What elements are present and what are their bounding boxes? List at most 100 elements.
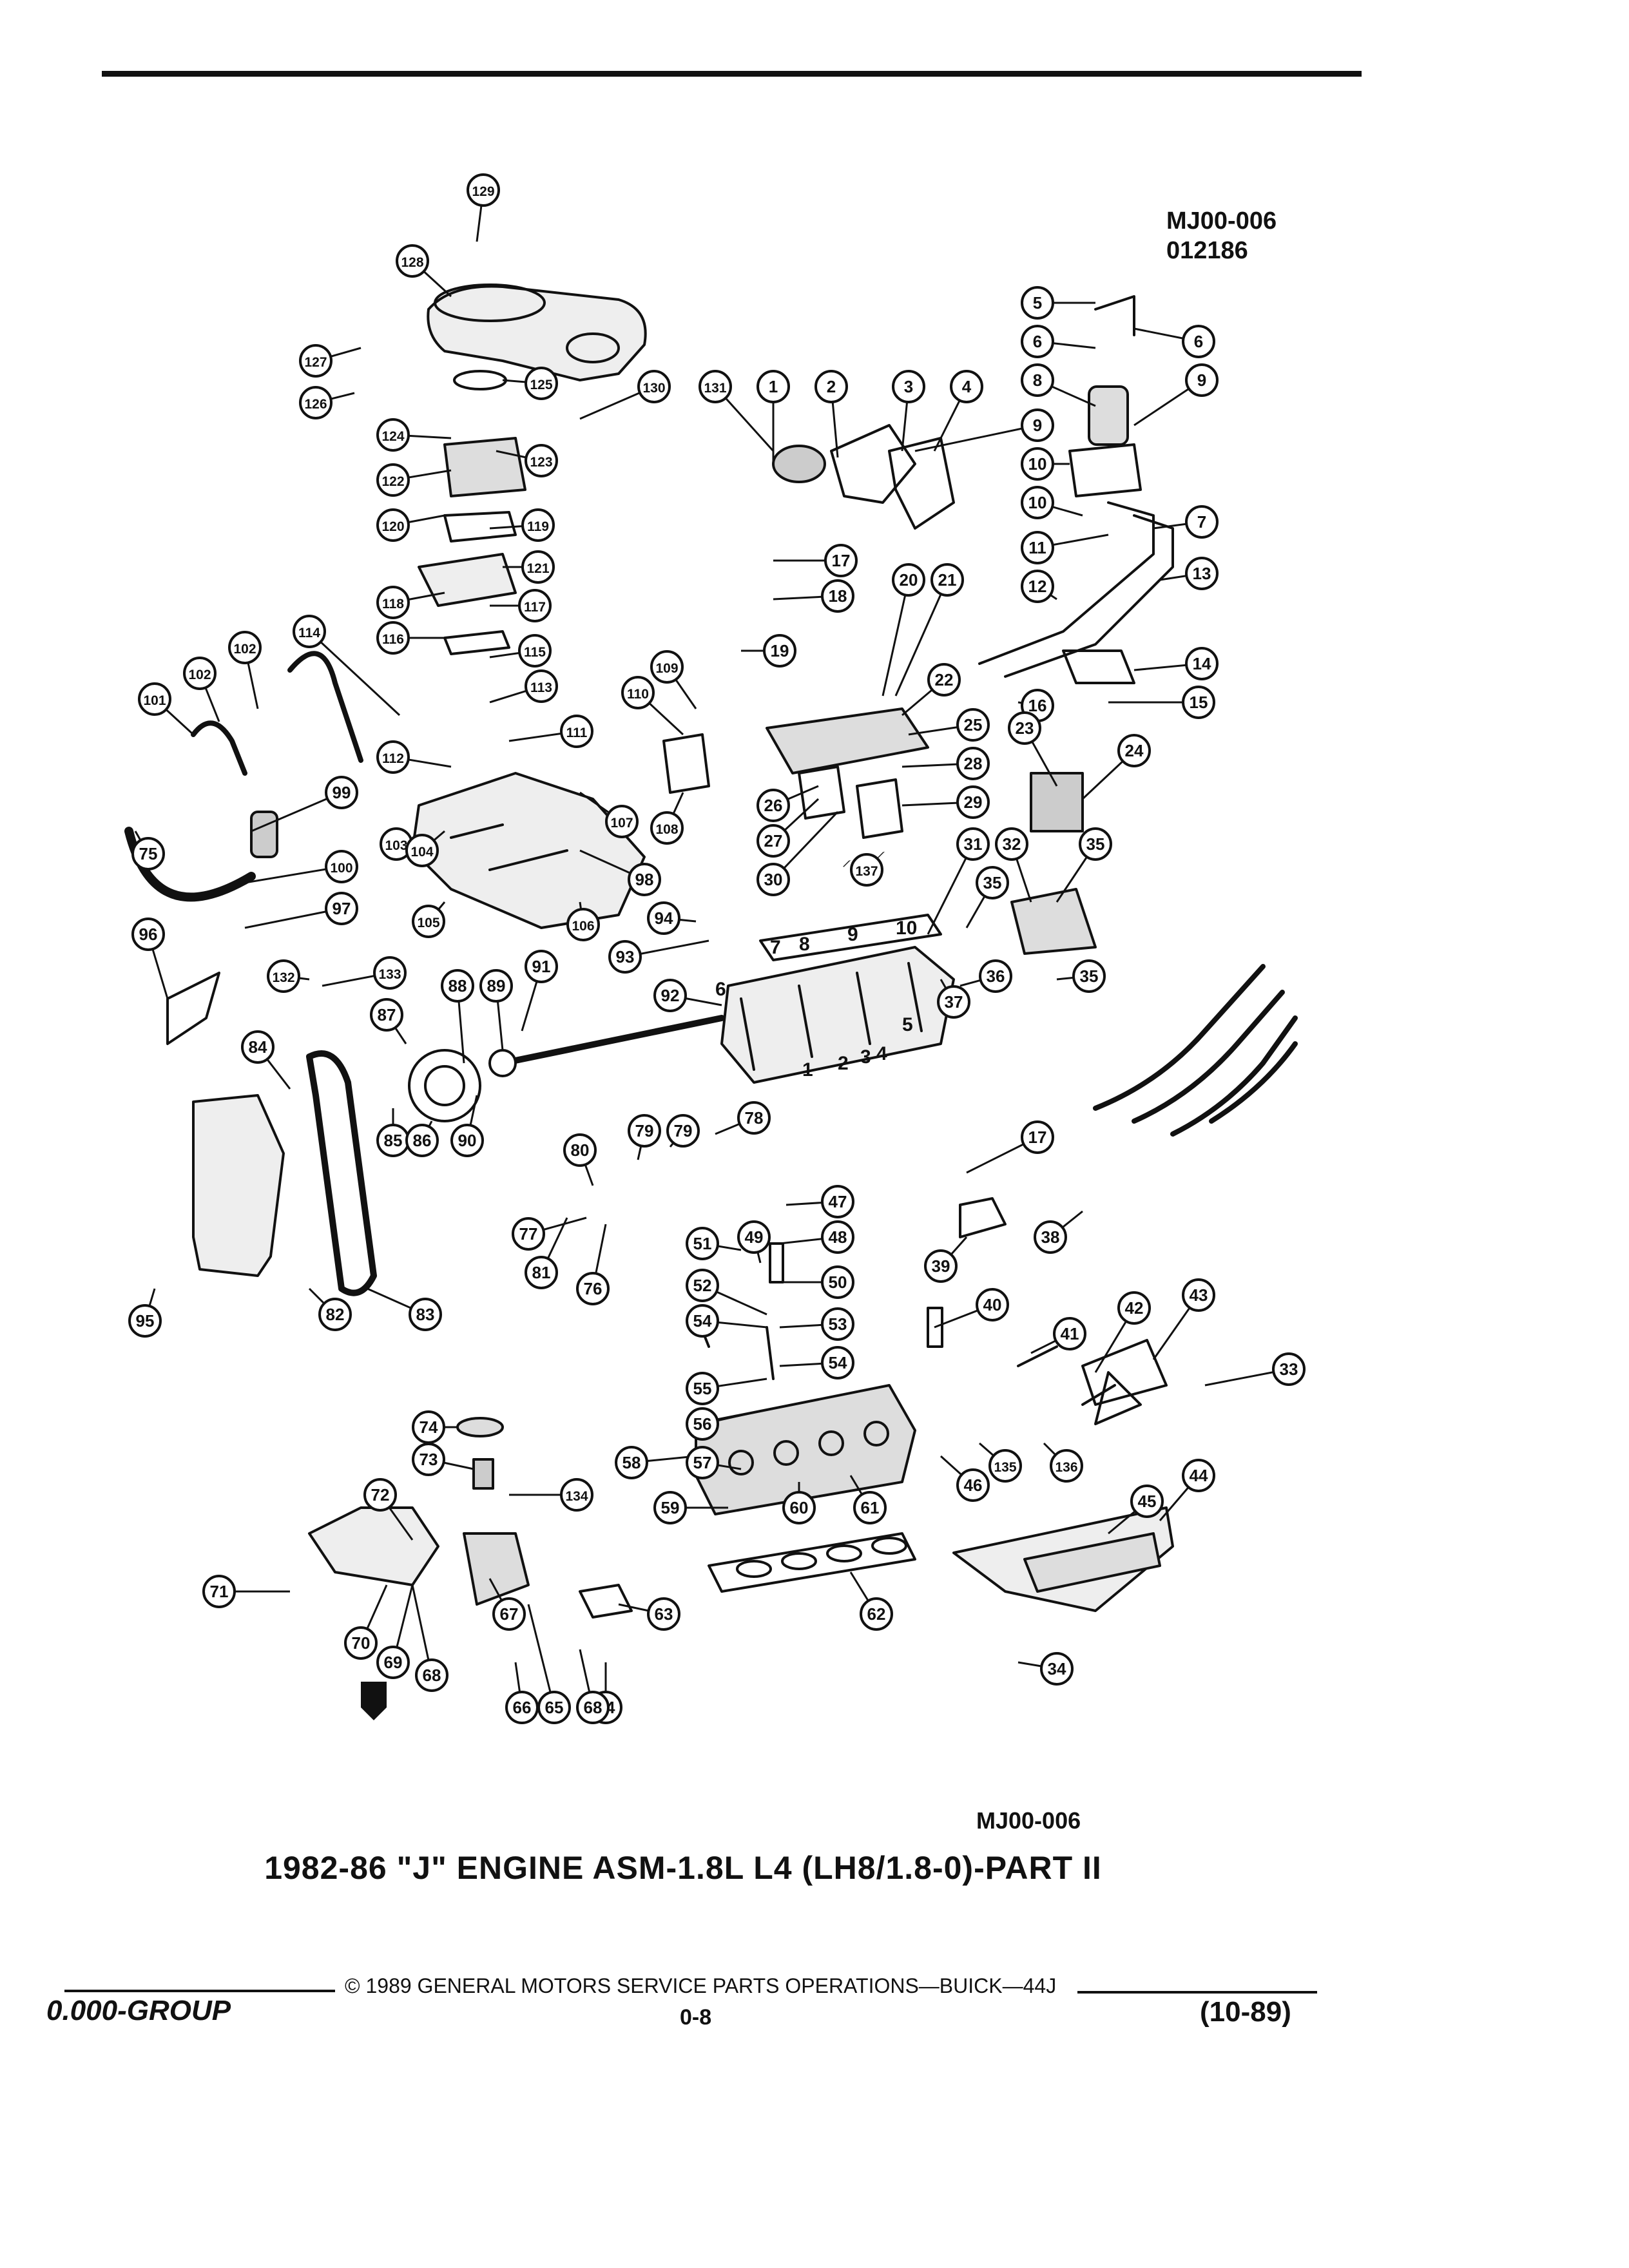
callout-label: 79 — [674, 1121, 693, 1140]
callout-112: 112 — [376, 740, 410, 774]
callout-40: 40 — [976, 1288, 1009, 1321]
callout-23: 23 — [1008, 711, 1041, 745]
callout-68: 68 — [576, 1691, 610, 1724]
callout-77: 77 — [512, 1217, 545, 1251]
callout-72: 72 — [363, 1478, 397, 1512]
callout-label: 118 — [382, 597, 404, 611]
leader-line — [894, 579, 949, 697]
callout-75: 75 — [131, 837, 165, 870]
illustration-code-top: MJ00-006 — [1166, 207, 1277, 235]
callout-label: 23 — [1016, 718, 1034, 738]
callout-55: 55 — [686, 1372, 719, 1405]
callout-30: 30 — [757, 863, 790, 896]
callout-42: 42 — [1117, 1291, 1151, 1325]
callout-8: 8 — [1021, 363, 1054, 397]
callout-50: 50 — [821, 1265, 854, 1299]
callout-4: 4 — [950, 370, 983, 403]
callout-32: 32 — [995, 827, 1028, 861]
callout-label: 99 — [333, 783, 351, 802]
callout-113: 113 — [525, 669, 558, 703]
callout-128: 128 — [396, 244, 429, 278]
callout-label: 72 — [371, 1485, 390, 1504]
callout-66: 66 — [505, 1691, 539, 1724]
group-number: 0.000-GROUP — [46, 1995, 231, 2026]
callout-89: 89 — [479, 969, 513, 1003]
callout-label: 58 — [622, 1453, 641, 1472]
callout-132: 132 — [267, 959, 300, 993]
callout-79: 79 — [666, 1114, 700, 1148]
callout-14: 14 — [1185, 647, 1219, 680]
callout-35: 35 — [1079, 827, 1112, 861]
camshaft-carrier-part — [720, 707, 955, 1084]
callout-44: 44 — [1182, 1459, 1215, 1492]
fuel-filter-part — [978, 295, 1174, 684]
leader-line — [527, 1604, 555, 1708]
callout-99: 99 — [325, 776, 358, 809]
callout-label: 81 — [532, 1263, 551, 1282]
callout-84: 84 — [241, 1030, 275, 1064]
callout-25: 25 — [956, 708, 990, 742]
illustration-date-top: 012186 — [1166, 237, 1248, 264]
callout-103: 103 — [380, 827, 413, 861]
callout-22: 22 — [927, 663, 961, 697]
callout-label: 17 — [832, 551, 851, 570]
spark-plug-wires-part — [1093, 964, 1298, 1137]
callout-label: 16 — [1028, 696, 1047, 715]
callout-label: 75 — [139, 844, 158, 863]
callout-34: 34 — [1040, 1652, 1074, 1686]
callout-108: 108 — [650, 811, 684, 845]
throttle-body-part — [418, 370, 526, 655]
callout-label: 68 — [423, 1666, 441, 1685]
callout-135: 135 — [988, 1449, 1022, 1483]
callout-label: 10 — [1028, 493, 1047, 512]
callout-label: 6 — [1033, 332, 1042, 351]
thermostat-housing-part — [308, 1417, 530, 1606]
callout-67: 67 — [492, 1597, 526, 1631]
callout-label: 7 — [1197, 512, 1206, 532]
head-number-4: 4 — [876, 1043, 887, 1064]
callout-137: 137 — [850, 853, 883, 887]
callout-19: 19 — [763, 634, 796, 668]
callout-label: 11 — [1028, 538, 1046, 557]
callout-119: 119 — [521, 508, 555, 542]
callout-label: 128 — [401, 255, 423, 270]
callout-label: 1 — [769, 377, 778, 396]
callout-38: 38 — [1034, 1220, 1067, 1254]
copyright-notice: © 1989 GENERAL MOTORS SERVICE PARTS OPER… — [345, 1974, 1057, 1997]
callout-47: 47 — [821, 1185, 854, 1218]
callout-71: 71 — [202, 1575, 236, 1608]
callout-label: 110 — [627, 687, 649, 702]
callout-label: 55 — [693, 1379, 712, 1398]
callout-107: 107 — [605, 805, 639, 838]
callout-label: 106 — [572, 919, 594, 934]
callout-17: 17 — [824, 544, 858, 577]
callout-73: 73 — [412, 1443, 445, 1476]
callout-label: 21 — [938, 570, 957, 590]
callout-126: 126 — [299, 386, 333, 419]
callout-136: 136 — [1050, 1449, 1083, 1483]
callout-121: 121 — [521, 550, 555, 584]
callout-label: 93 — [616, 947, 635, 966]
callout-127: 127 — [299, 344, 333, 378]
callout-81: 81 — [525, 1256, 558, 1289]
callout-45: 45 — [1130, 1485, 1164, 1518]
brackets-part — [579, 733, 1168, 1619]
callout-87: 87 — [370, 998, 403, 1032]
callout-label: 113 — [530, 680, 552, 695]
callout-label: 73 — [419, 1450, 438, 1469]
callout-35: 35 — [1072, 959, 1106, 993]
callout-109: 109 — [650, 650, 684, 684]
callout-label: 87 — [378, 1005, 396, 1024]
callout-56: 56 — [686, 1407, 719, 1441]
callout-63: 63 — [647, 1597, 680, 1631]
callout-133: 133 — [373, 956, 407, 990]
callout-24: 24 — [1117, 734, 1151, 767]
callout-label: 96 — [139, 925, 158, 944]
callout-74: 74 — [412, 1410, 445, 1444]
callout-label: 29 — [964, 793, 983, 812]
callout-61: 61 — [853, 1491, 887, 1524]
head-number-7: 7 — [770, 937, 781, 958]
callout-label: 70 — [352, 1633, 371, 1653]
callout-label: 77 — [519, 1224, 538, 1244]
callout-26: 26 — [757, 789, 790, 822]
